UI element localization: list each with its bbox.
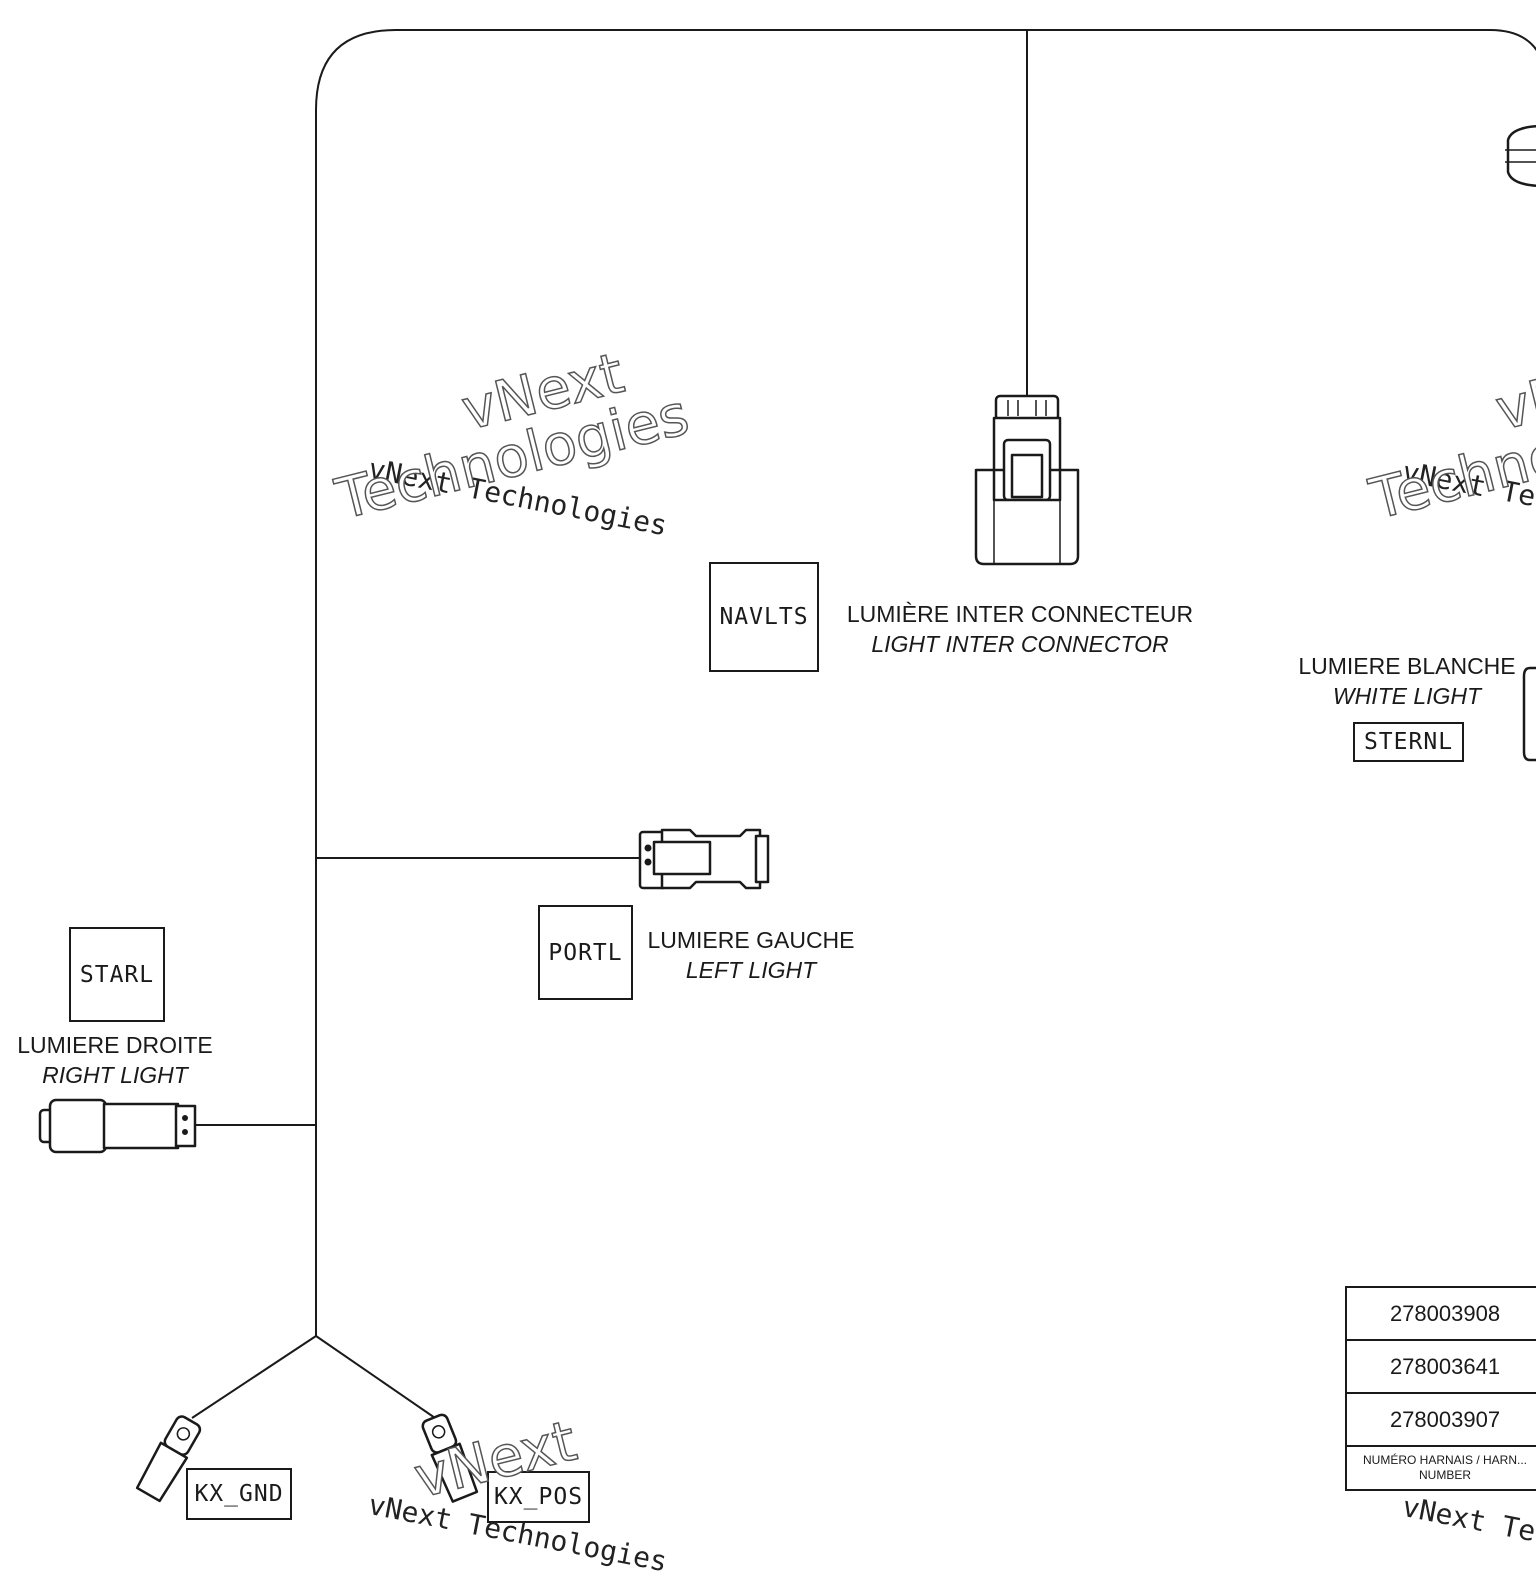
portl-connector-drawing <box>638 828 770 890</box>
navlts-connector-drawing <box>974 394 1080 566</box>
navlts-label-en: LIGHT INTER CONNECTOR <box>871 631 1169 657</box>
starl-label: LUMIERE DROITE RIGHT LIGHT <box>5 1030 225 1090</box>
kx-pos-tag: KX_POS <box>487 1471 590 1523</box>
kx-gnd-terminal-drawing <box>135 1415 202 1503</box>
navlts-label: LUMIÈRE INTER CONNECTEUR LIGHT INTER CON… <box>830 599 1210 659</box>
wiring-diagram <box>38 29 1536 1503</box>
sternl-tag: STERNL <box>1353 722 1464 762</box>
wire-kx-pos <box>315 1335 439 1421</box>
starl-tag: STARL <box>69 927 165 1022</box>
part-number-cell: 278003641 <box>1345 1339 1536 1394</box>
navlts-tag: NAVLTS <box>709 562 819 672</box>
starl-label-en: RIGHT LIGHT <box>42 1062 188 1088</box>
portl-label: LUMIERE GAUCHE LEFT LIGHT <box>636 925 866 985</box>
sternl-label: LUMIERE BLANCHE WHITE LIGHT <box>1277 651 1536 711</box>
starl-connector-drawing <box>38 1098 197 1154</box>
portl-tag: PORTL <box>538 905 633 1000</box>
part-number-cell: 278003908 <box>1345 1286 1536 1341</box>
sternl-connector-edge-drawing <box>1522 666 1536 762</box>
portl-label-fr: LUMIERE GAUCHE <box>647 927 855 953</box>
portl-label-en: LEFT LIGHT <box>685 957 817 983</box>
harness-number-header: NUMÉRO HARNAIS / HARN... NUMBER <box>1345 1445 1536 1491</box>
kx-pos-terminal-drawing <box>421 1413 479 1503</box>
harness-number-table: 278003908 278003641 278003907 NUMÉRO HAR… <box>1345 1286 1536 1491</box>
navlts-label-fr: LUMIÈRE INTER CONNECTEUR <box>846 601 1194 627</box>
wire-kx-gnd <box>191 1335 317 1419</box>
harness-trunk <box>315 29 1536 1336</box>
sternl-label-en: WHITE LIGHT <box>1332 683 1482 709</box>
starl-label-fr: LUMIERE DROITE <box>17 1032 213 1058</box>
part-number-cell: 278003907 <box>1345 1392 1536 1447</box>
kx-gnd-tag: KX_GND <box>186 1468 292 1520</box>
grommet-edge-drawing <box>1506 125 1536 187</box>
sternl-label-fr: LUMIERE BLANCHE <box>1298 653 1516 679</box>
